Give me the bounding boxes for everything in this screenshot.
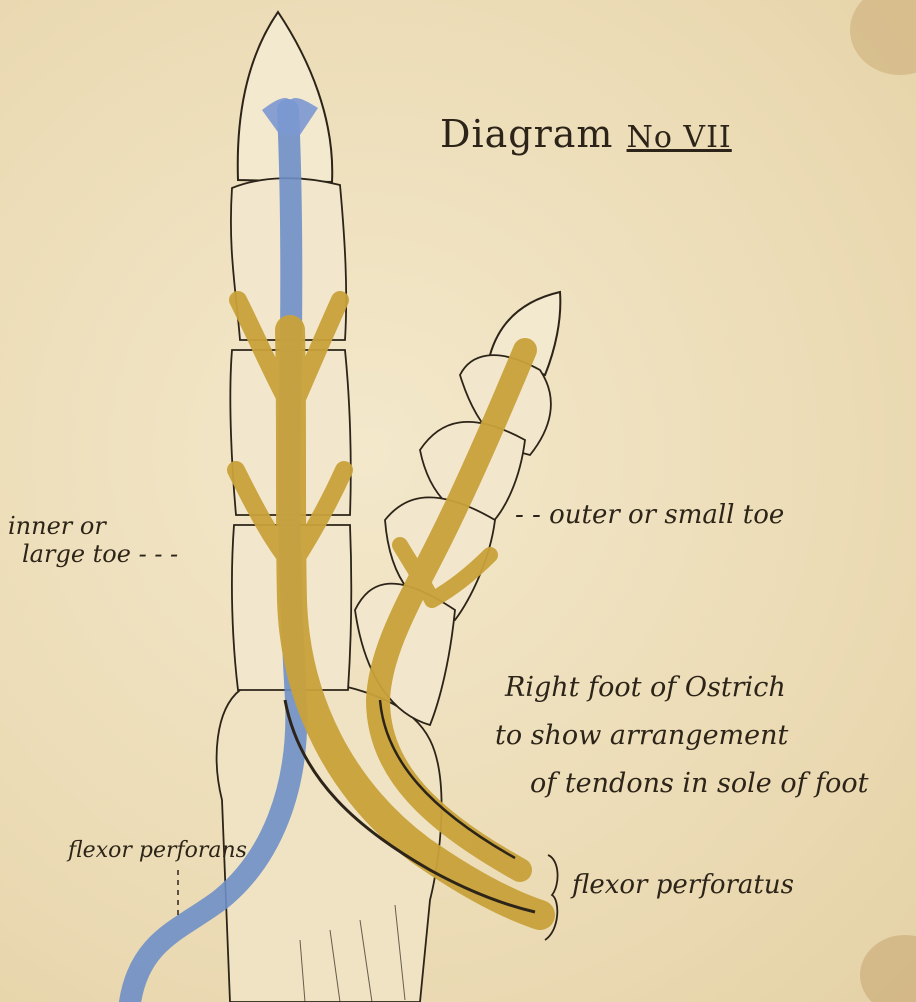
diagram-title: Diagram No VII [440, 112, 732, 156]
outer-toe-label: - - outer or small toe [515, 500, 784, 530]
inner-toe-label-line1: inner or [8, 512, 106, 540]
paper-stain [860, 935, 916, 1002]
diagram-title-word: Diagram [440, 112, 613, 156]
caption-line-2: to show arrangement [495, 720, 788, 751]
flexor-perforatus-label: flexor perforatus [572, 870, 794, 900]
inner-toe-label-line2: large toe - - - [22, 540, 178, 568]
paper-stain [850, 0, 916, 75]
caption-line-1: Right foot of Ostrich [505, 672, 786, 703]
flexor-perforans-label: flexor perforans [68, 838, 247, 863]
caption-line-3: of tendons in sole of foot [530, 768, 869, 799]
diagram-title-number: No VII [627, 120, 732, 155]
